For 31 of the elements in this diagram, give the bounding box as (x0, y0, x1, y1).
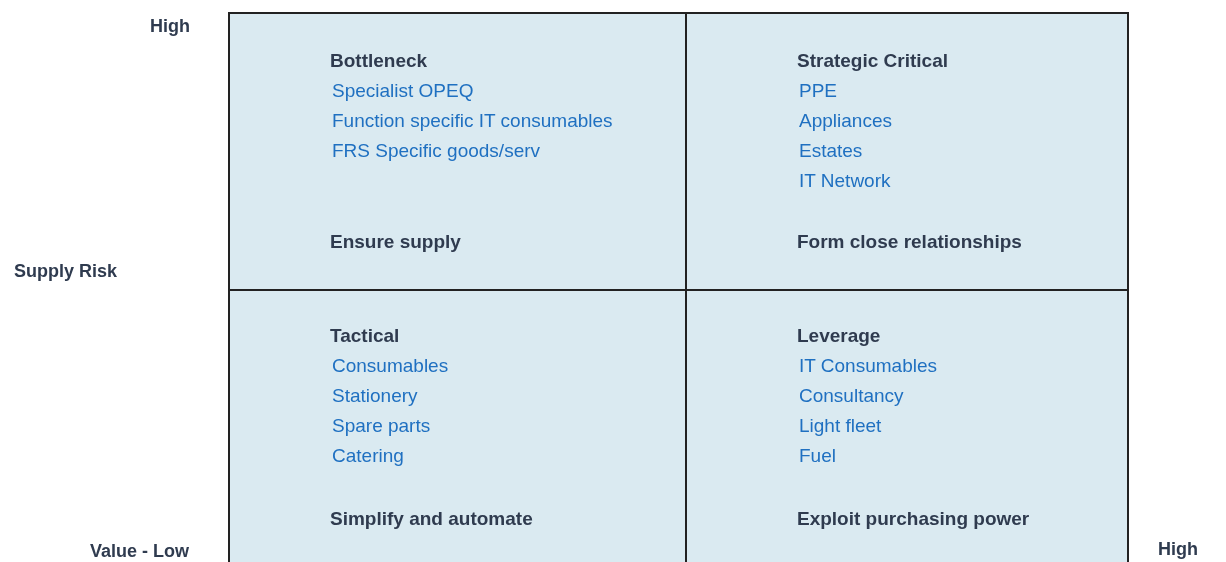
category-item: Consultancy (799, 385, 904, 407)
strategy-text: Form close relationships (797, 231, 1022, 253)
category-item: PPE (799, 80, 838, 102)
category-item: Stationery (332, 385, 418, 407)
category-item: FRS Specific goods/serv (332, 140, 541, 162)
category-item: Consumables (332, 355, 449, 377)
quadrant-heading: Tactical (330, 325, 400, 347)
axis-label: Value - Low (90, 541, 190, 562)
category-item: Catering (332, 445, 404, 467)
axis-label: High (150, 16, 190, 37)
quadrant-box (228, 289, 687, 562)
category-item: Spare parts (332, 415, 431, 437)
category-item: IT Network (799, 170, 891, 192)
strategy-text: Ensure supply (330, 231, 461, 253)
strategy-text: Simplify and automate (330, 508, 533, 530)
strategy-text: Exploit purchasing power (797, 508, 1030, 530)
category-item: Appliances (799, 110, 892, 132)
category-item: Estates (799, 140, 863, 162)
category-item: Fuel (799, 445, 836, 467)
quadrant-heading: Leverage (797, 325, 881, 347)
axis-label: High (1158, 539, 1198, 560)
category-item: Light fleet (799, 415, 882, 437)
quadrant-box (685, 289, 1129, 562)
category-item: Specialist OPEQ (332, 80, 474, 102)
axis-label: Supply Risk (14, 261, 118, 282)
quadrant-heading: Strategic Critical (797, 50, 948, 72)
category-item: Function specific IT consumables (332, 110, 613, 132)
quadrant-box (685, 12, 1129, 291)
quadrant-heading: Bottleneck (330, 50, 428, 72)
quadrant-box (228, 12, 687, 291)
category-item: IT Consumables (799, 355, 937, 377)
